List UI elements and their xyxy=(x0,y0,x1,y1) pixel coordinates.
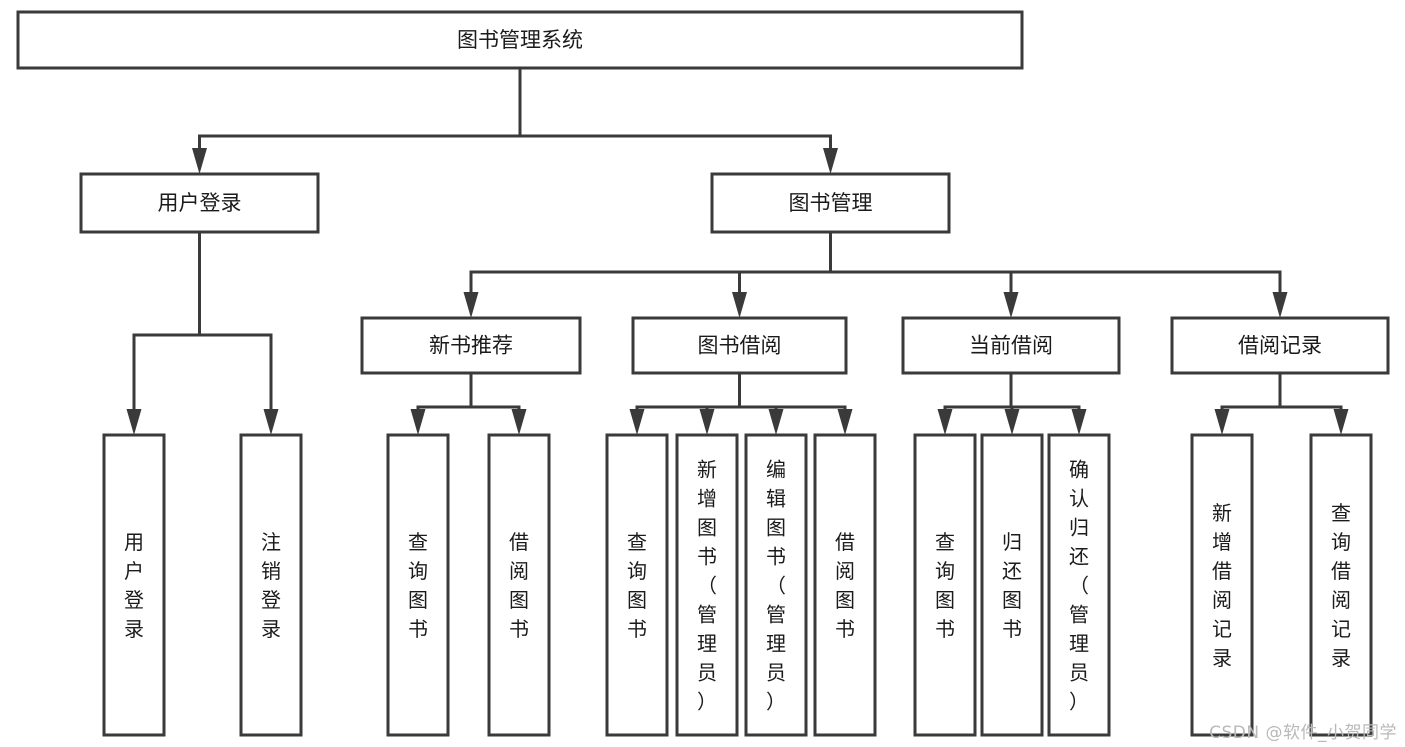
node-box[interactable] xyxy=(239,433,303,737)
node-label: 用户登录 xyxy=(158,191,242,215)
node-box[interactable] xyxy=(487,433,551,737)
node-borrow[interactable]: 图书借阅 xyxy=(631,316,848,375)
node-leaf-rec-query[interactable]: 查询借阅记录 xyxy=(1309,433,1373,737)
node-box[interactable] xyxy=(1190,433,1254,737)
node-label: 图书管理 xyxy=(789,191,873,215)
node-box[interactable] xyxy=(102,433,166,737)
node-bookmgmt[interactable]: 图书管理 xyxy=(710,172,951,234)
node-label: 编辑图书（管理员） xyxy=(766,458,786,714)
node-current[interactable]: 当前借阅 xyxy=(901,316,1121,375)
node-box[interactable] xyxy=(901,316,1121,375)
node-box[interactable] xyxy=(675,433,739,737)
node-box[interactable] xyxy=(913,433,977,737)
connector-layer xyxy=(126,66,1349,435)
node-root[interactable]: 图书管理系统 xyxy=(16,10,1024,70)
node-label: 新增图书（管理员） xyxy=(697,458,717,714)
node-leaf-cur-return[interactable]: 归还图书 xyxy=(980,433,1044,737)
node-box[interactable] xyxy=(605,433,669,737)
branch-newbook xyxy=(410,371,527,435)
node-label: 当前借阅 xyxy=(969,334,1053,358)
node-label: 查询图书 xyxy=(408,530,428,641)
node-leaf-new-query[interactable]: 查询图书 xyxy=(386,433,450,737)
node-box[interactable] xyxy=(360,316,582,375)
node-box[interactable] xyxy=(744,433,808,737)
node-box[interactable] xyxy=(1047,433,1111,737)
node-leaf-borrow-query[interactable]: 查询图书 xyxy=(605,433,669,737)
node-box[interactable] xyxy=(980,433,1044,737)
node-box[interactable] xyxy=(813,433,877,737)
node-login[interactable]: 用户登录 xyxy=(79,172,320,234)
node-label: 新增借阅记录 xyxy=(1212,501,1232,670)
branch-borrow xyxy=(629,371,853,435)
node-box[interactable] xyxy=(79,172,320,234)
node-label: 查询借阅记录 xyxy=(1331,501,1351,670)
node-leaf-cur-query[interactable]: 查询图书 xyxy=(913,433,977,737)
node-label: 新书推荐 xyxy=(429,334,513,358)
branch-login xyxy=(126,230,279,435)
node-leaf-borrow-add[interactable]: 新增图书（管理员） xyxy=(675,433,739,737)
branch-bookmgmt xyxy=(463,230,1288,318)
node-box[interactable] xyxy=(710,172,951,234)
node-label: 借阅图书 xyxy=(509,530,529,641)
node-box[interactable] xyxy=(631,316,848,375)
node-leaf-user-login[interactable]: 用户登录 xyxy=(102,433,166,737)
node-label: 用户登录 xyxy=(124,530,144,641)
node-box[interactable] xyxy=(1170,316,1390,375)
node-records[interactable]: 借阅记录 xyxy=(1170,316,1390,375)
node-label: 查询图书 xyxy=(627,530,647,641)
node-newbook[interactable]: 新书推荐 xyxy=(360,316,582,375)
node-label: 图书借阅 xyxy=(698,334,782,358)
node-leaf-rec-add[interactable]: 新增借阅记录 xyxy=(1190,433,1254,737)
node-leaf-user-logout[interactable]: 注销登录 xyxy=(239,433,303,737)
node-label: 确认归还（管理员） xyxy=(1069,458,1089,714)
node-leaf-borrow-do[interactable]: 借阅图书 xyxy=(813,433,877,737)
node-label: 注销登录 xyxy=(261,530,281,641)
node-label: 查询图书 xyxy=(935,530,955,641)
node-label: 图书管理系统 xyxy=(457,28,583,52)
branch-records xyxy=(1214,371,1349,435)
node-box[interactable] xyxy=(1309,433,1373,737)
node-box[interactable] xyxy=(16,10,1024,70)
node-layer: 图书管理系统用户登录图书管理新书推荐图书借阅当前借阅借阅记录用户登录注销登录查询… xyxy=(16,10,1390,737)
branch-root xyxy=(192,66,838,174)
node-label: 借阅图书 xyxy=(835,530,855,641)
branch-current xyxy=(937,371,1087,435)
node-leaf-new-borrow[interactable]: 借阅图书 xyxy=(487,433,551,737)
csdn-watermark: CSDN @软件_小贺同学 xyxy=(1209,723,1397,743)
node-label: 借阅记录 xyxy=(1238,334,1322,358)
node-leaf-cur-confirm[interactable]: 确认归还（管理员） xyxy=(1047,433,1111,737)
node-leaf-borrow-edit[interactable]: 编辑图书（管理员） xyxy=(744,433,808,737)
node-label: 归还图书 xyxy=(1002,530,1022,641)
node-box[interactable] xyxy=(386,433,450,737)
